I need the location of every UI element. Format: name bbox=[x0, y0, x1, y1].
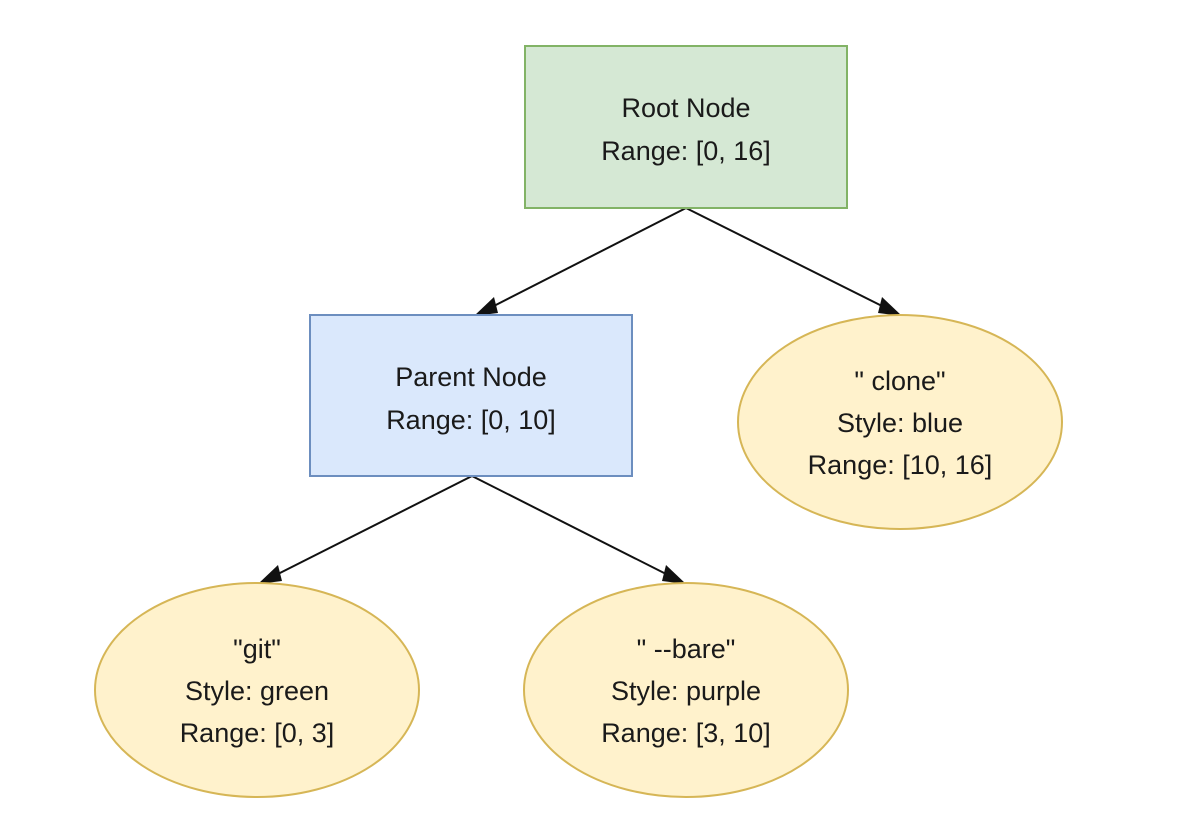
leaf-node-clone-style: Style: blue bbox=[837, 408, 963, 438]
leaf-node-git-token: "git" bbox=[233, 634, 281, 664]
leaf-node-bare-shape bbox=[523, 582, 849, 798]
leaf-node-bare-token: " --bare" bbox=[637, 634, 736, 664]
parent-node: Parent Node Range: [0, 10] bbox=[309, 314, 633, 477]
edges bbox=[258, 207, 902, 584]
leaf-node-clone: " clone" Style: blue Range: [10, 16] bbox=[737, 314, 1063, 530]
leaf-node-clone-shape bbox=[737, 314, 1063, 530]
leaf-node-clone-token: " clone" bbox=[854, 366, 945, 396]
root-node-box bbox=[524, 45, 848, 209]
edge-root-to-clone bbox=[685, 207, 902, 316]
parent-node-title: Parent Node bbox=[395, 362, 547, 392]
parent-node-box bbox=[309, 314, 633, 477]
leaf-node-git-range: Range: [0, 3] bbox=[180, 718, 335, 748]
root-node: Root Node Range: [0, 16] bbox=[524, 45, 848, 209]
arrowhead-icon bbox=[258, 565, 282, 584]
edge-parent-to-git bbox=[258, 475, 473, 584]
leaf-node-clone-range: Range: [10, 16] bbox=[808, 450, 993, 480]
edge-root-to-parent bbox=[474, 207, 687, 316]
root-node-range: Range: [0, 16] bbox=[601, 136, 771, 166]
leaf-node-git: "git" Style: green Range: [0, 3] bbox=[94, 582, 420, 798]
arrowhead-icon bbox=[474, 297, 498, 316]
leaf-node-git-style: Style: green bbox=[185, 676, 329, 706]
parent-node-range: Range: [0, 10] bbox=[386, 405, 556, 435]
leaf-node-git-shape bbox=[94, 582, 420, 798]
arrowhead-icon bbox=[878, 297, 902, 316]
leaf-node-bare: " --bare" Style: purple Range: [3, 10] bbox=[523, 582, 849, 798]
leaf-node-bare-style: Style: purple bbox=[611, 676, 761, 706]
root-node-title: Root Node bbox=[621, 93, 750, 123]
edge-parent-to-bare bbox=[471, 475, 686, 584]
arrowhead-icon bbox=[662, 565, 686, 584]
leaf-node-bare-range: Range: [3, 10] bbox=[601, 718, 771, 748]
